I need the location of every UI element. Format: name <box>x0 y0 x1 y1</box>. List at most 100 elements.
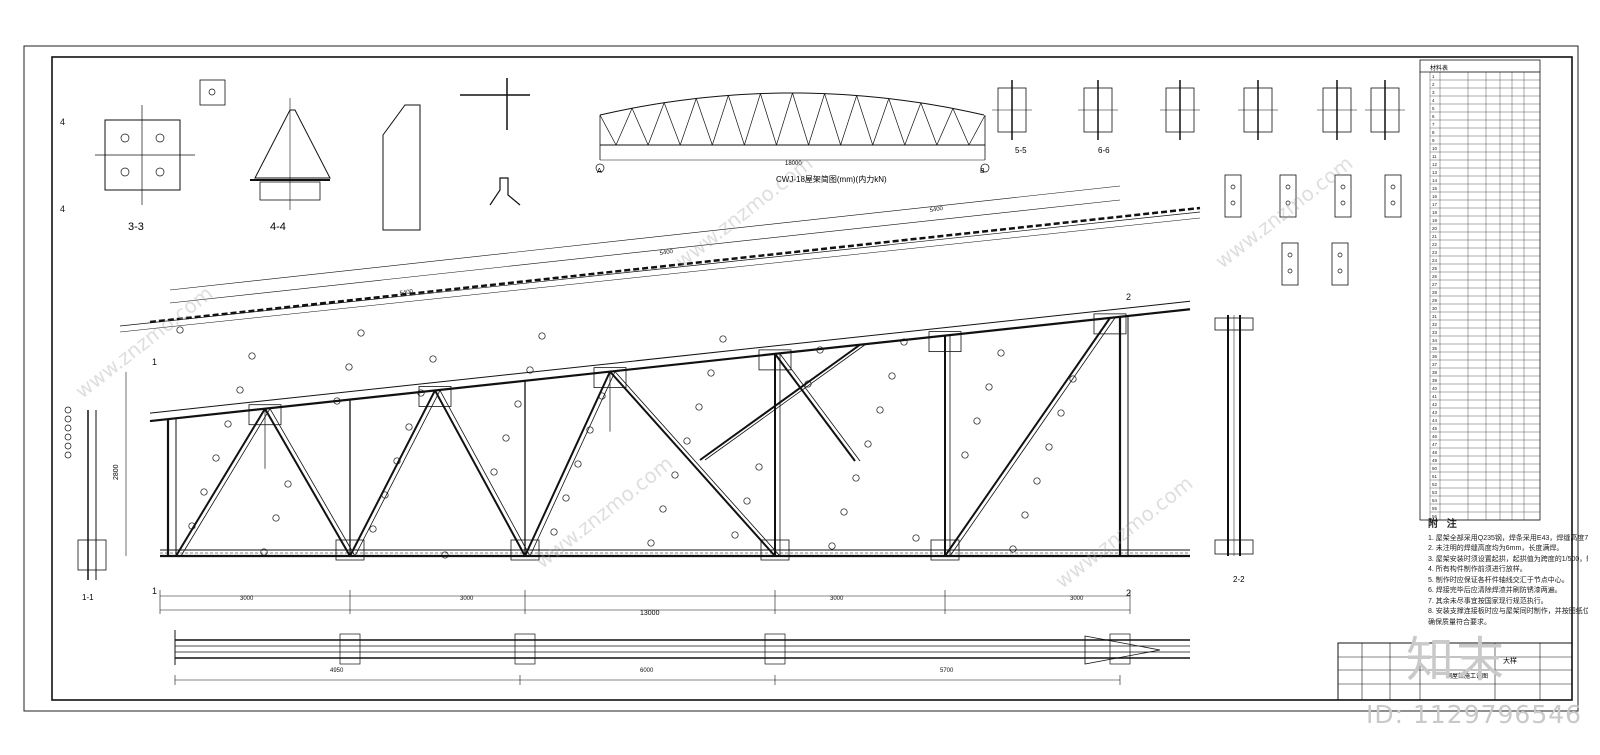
general-notes: 附 注 1. 屋架全部采用Q235钢，焊条采用E43，焊缝高度7.5mm。 2.… <box>1428 519 1588 628</box>
member-callout-bubble <box>755 463 763 471</box>
member-callout-bubble <box>985 383 993 391</box>
cut-mark-4b: 4 <box>60 204 65 214</box>
watermark-brand: 知末 <box>1406 632 1507 688</box>
schedule-row-index: 27 <box>1432 282 1438 287</box>
web-member-flange <box>354 390 441 557</box>
member-callout-bubble <box>550 528 558 536</box>
axis-b-label: B <box>980 168 985 175</box>
plate-detail <box>1224 174 1242 218</box>
member-callout-bubble <box>429 355 437 363</box>
diagram-web <box>695 98 713 146</box>
web-member-flange <box>704 344 866 461</box>
section-4-4-label: 4-4 <box>270 221 286 233</box>
plate-detail <box>1281 242 1299 286</box>
note-item: 确保质量符合要求。 <box>1428 618 1491 626</box>
top-chord-flange <box>149 300 1191 414</box>
schedule-row-index: 34 <box>1432 338 1438 343</box>
web-member <box>524 371 611 557</box>
bolt-hole <box>1287 252 1293 258</box>
web-member <box>609 370 776 557</box>
gusset-plate <box>928 331 962 353</box>
bottom-chord-plan <box>174 630 1190 685</box>
web-member-flange <box>779 353 861 462</box>
purlin-line <box>119 217 1201 333</box>
schedule-row-index: 26 <box>1432 274 1438 279</box>
diagram-web <box>792 92 809 146</box>
schedule-row-index: 48 <box>1432 450 1438 455</box>
member-callout-bubble <box>828 542 836 550</box>
cut-mark-4a: 4 <box>60 117 65 127</box>
web-member-flange <box>439 390 531 557</box>
diagram-web <box>920 102 938 146</box>
member-callout-bubble <box>574 460 582 468</box>
gusset-plate <box>593 367 627 389</box>
note-item: 2. 未注明的焊缝高度均为6mm，长度满焊。 <box>1428 545 1564 552</box>
top-chord <box>149 308 1191 423</box>
member-callout-bubble <box>852 474 860 482</box>
stiffener-plate-detail <box>382 104 421 231</box>
gusset-plate <box>248 404 282 426</box>
support-base-plate <box>259 181 321 201</box>
dimension-line <box>169 199 1121 304</box>
diagram-web <box>663 102 681 146</box>
member-callout-bubble <box>1033 477 1041 485</box>
schedule-row-index: 20 <box>1432 226 1438 231</box>
member-callout-bubble <box>695 403 703 411</box>
schedule-row-index: 1 <box>1432 74 1435 79</box>
purlin-line <box>119 211 1201 327</box>
member-callout-bubble <box>840 508 848 516</box>
note-item: 6. 焊接完毕后应清除焊渣并刷防锈漆两遍。 <box>1428 587 1562 594</box>
bottom-dim-2: 3000 <box>460 596 474 602</box>
schedule-row-index: 32 <box>1432 322 1438 327</box>
schedule-row-index: 5 <box>1432 106 1435 111</box>
section-1-1-label: 1-1 <box>82 593 94 602</box>
plate-detail <box>1331 242 1349 286</box>
schedule-title: 材料表 <box>1430 64 1448 72</box>
schedule-row-index: 19 <box>1432 218 1438 223</box>
plan-plate <box>514 633 536 665</box>
schedule-row-index: 39 <box>1432 378 1438 383</box>
plate-detail <box>1384 174 1402 218</box>
diagram-span: 18000 <box>785 161 802 167</box>
member-callout-bubble <box>912 534 920 542</box>
section-2-2-label: 2-2 <box>1233 575 1245 584</box>
note-item: 3. 屋架安装时须设置起拱，起拱值为跨度的1/500，螺栓孔径为Φ21.5。 <box>1428 555 1588 563</box>
diagram-web <box>888 98 906 146</box>
schedule-row-index: 13 <box>1432 170 1438 175</box>
member-callout-bubble <box>236 386 244 394</box>
title-block <box>1337 642 1573 701</box>
inner-frame <box>51 56 1573 701</box>
section-callout-bubble <box>64 451 72 459</box>
member-callout-bubble <box>333 397 341 405</box>
outer-frame <box>23 45 1579 712</box>
member-callout-bubble <box>731 531 739 539</box>
section-callout-bubble <box>64 424 72 432</box>
bolt-hole <box>1340 184 1346 190</box>
bolt-hole <box>155 167 165 177</box>
diagram-web <box>872 98 890 146</box>
diagram-web <box>856 95 874 146</box>
cut-mark-2-bottom: 2 <box>1126 588 1131 598</box>
schedule-row-index: 23 <box>1432 250 1438 255</box>
member-callout-bubble <box>357 329 365 337</box>
bolt-hole <box>1337 268 1343 274</box>
member-callout-bubble <box>224 420 232 428</box>
member-callout-bubble <box>176 326 184 334</box>
truss-diagram-top <box>595 92 990 173</box>
member-callout-bubble <box>405 423 413 431</box>
schedule-row-index: 55 <box>1432 506 1438 511</box>
member-callout-bubble <box>719 335 727 343</box>
schedule-row-index: 17 <box>1432 202 1438 207</box>
web-member-flange <box>529 371 616 557</box>
schedule-row-index: 21 <box>1432 234 1438 239</box>
schedule-row-index: 40 <box>1432 386 1438 391</box>
top-dim-3: 5400 <box>929 206 944 214</box>
diagram-web <box>679 98 697 146</box>
schedule-row-index: 42 <box>1432 402 1438 407</box>
web-member-flange <box>180 408 271 557</box>
schedule-row-index: 14 <box>1432 178 1438 183</box>
member-callout-bubble <box>864 440 872 448</box>
gusset-plate <box>418 386 452 407</box>
title-block-frame <box>1337 642 1573 701</box>
section-2-2-plate <box>1214 539 1254 555</box>
